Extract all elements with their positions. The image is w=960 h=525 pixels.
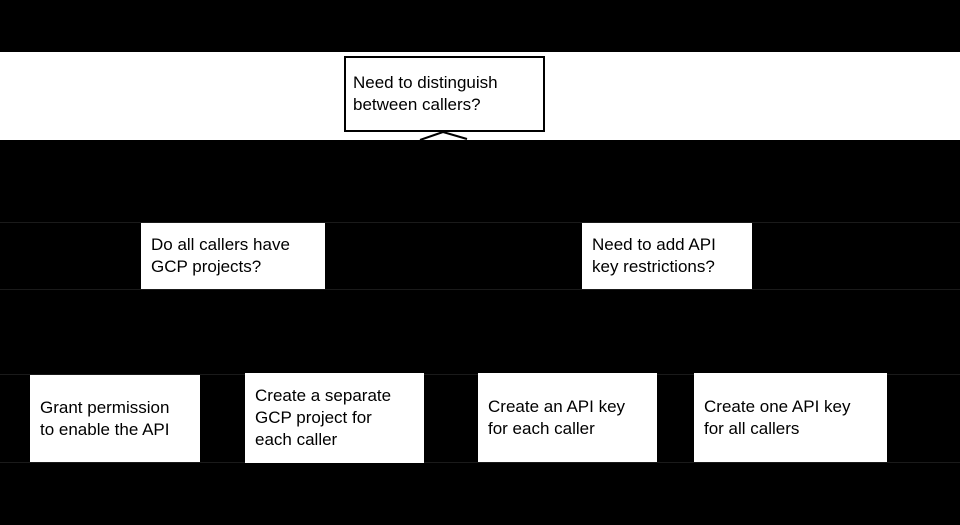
node-right-question: Need to add API key restrictions? xyxy=(582,223,752,289)
node-outcome-separate-project-label: Create a separate GCP project for each c… xyxy=(255,386,392,449)
node-root-question: Need to distinguish between callers? xyxy=(344,56,545,132)
node-left-question-label: Do all callers have GCP projects? xyxy=(151,235,290,276)
node-outcome-one-key-all-callers-label: Create one API key for all callers xyxy=(704,396,851,438)
node-right-question-label: Need to add API key restrictions? xyxy=(592,235,716,276)
node-left-question: Do all callers have GCP projects? xyxy=(141,223,325,289)
branch-split-lines-icon xyxy=(419,131,468,140)
node-outcome-separate-project: Create a separate GCP project for each c… xyxy=(245,373,424,463)
node-outcome-grant-permission: Grant permission to enable the API xyxy=(30,375,200,462)
node-outcome-grant-permission-label: Grant permission to enable the API xyxy=(40,397,170,439)
node-outcome-one-key-all-callers: Create one API key for all callers xyxy=(694,373,887,462)
row-divider xyxy=(0,222,960,223)
node-outcome-key-per-caller-label: Create an API key for each caller xyxy=(488,396,626,438)
row-divider xyxy=(0,462,960,463)
node-root-question-label: Need to distinguish between callers? xyxy=(353,73,498,114)
node-outcome-key-per-caller: Create an API key for each caller xyxy=(478,373,657,462)
row-divider xyxy=(0,289,960,290)
